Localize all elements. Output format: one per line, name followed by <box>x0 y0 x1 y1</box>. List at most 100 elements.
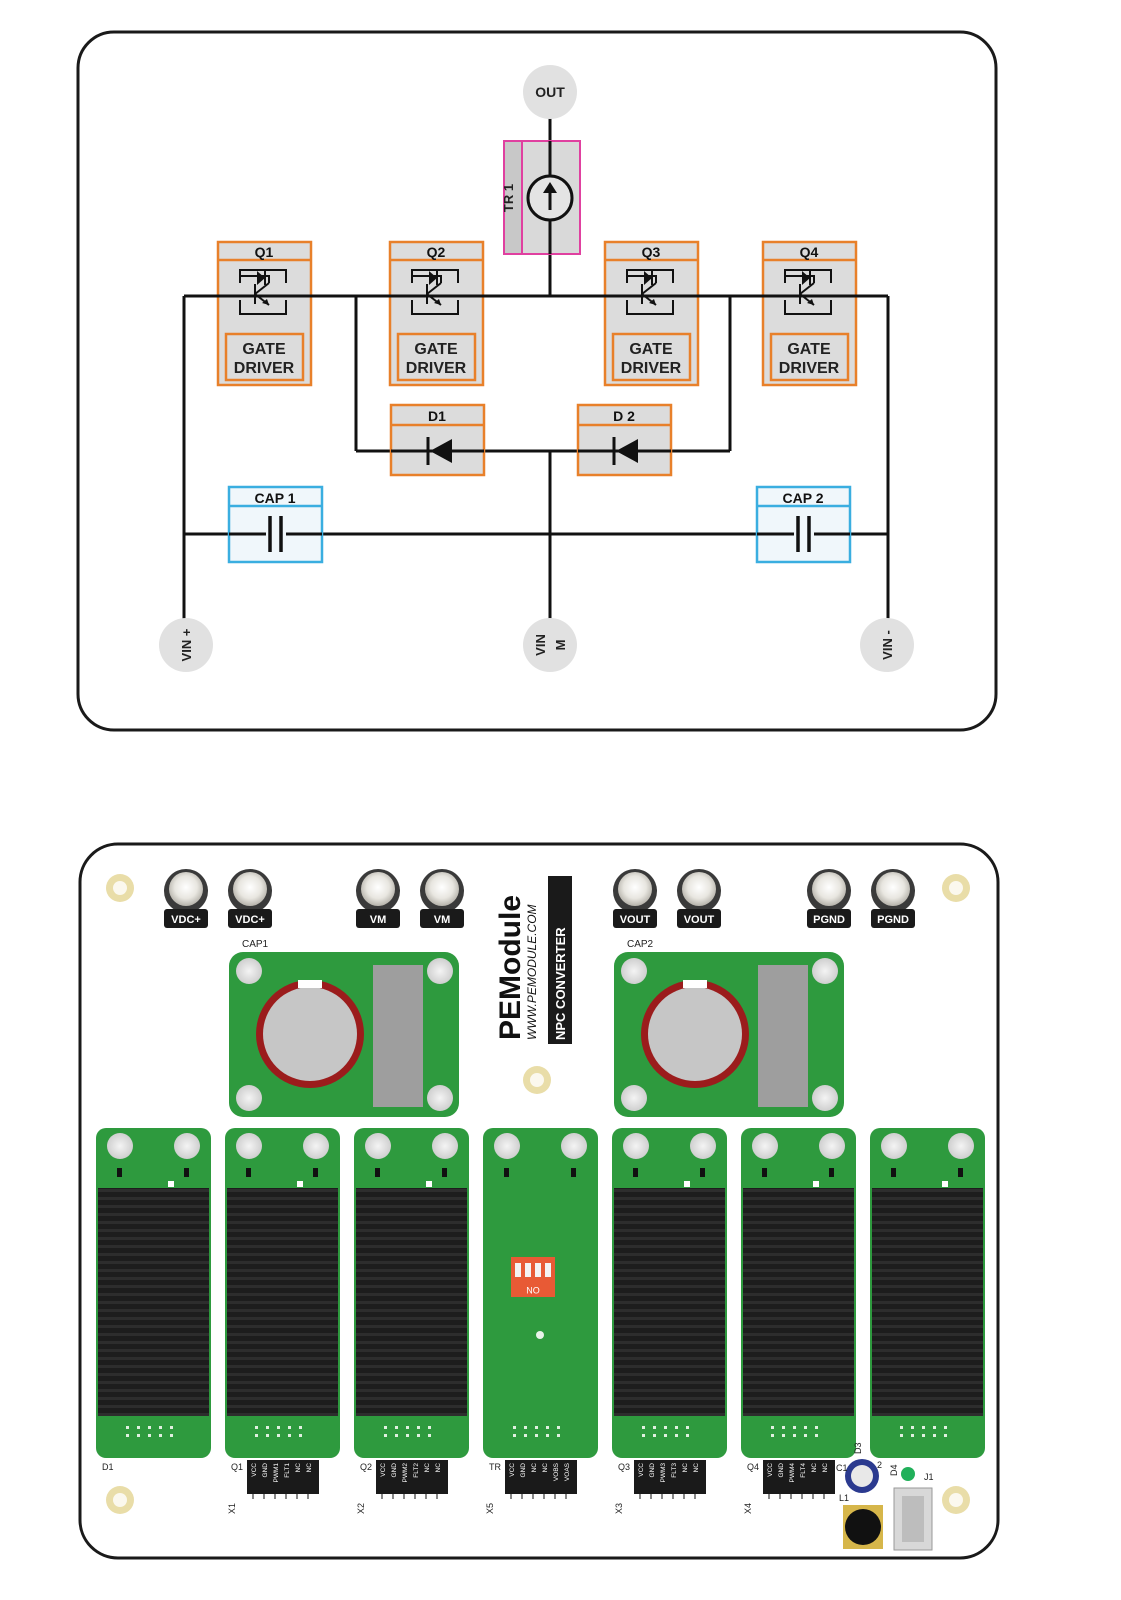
connector-label: PGND <box>813 914 845 926</box>
module-label: Q1 <box>231 1462 243 1472</box>
status-led <box>901 1467 915 1481</box>
diode-d1: D1 <box>389 403 486 477</box>
cap-silk-label: CAP2 <box>627 939 654 950</box>
connector-label: VM <box>370 914 387 926</box>
switch-label: Q2 <box>427 244 446 260</box>
module-label: TR <box>489 1462 501 1472</box>
pin-label: FLT3 <box>671 1463 678 1478</box>
part-label: J1 <box>924 1472 934 1482</box>
switch-label: Q3 <box>642 244 661 260</box>
capacitor-label: CAP 2 <box>783 490 824 506</box>
module-label: D1 <box>102 1462 114 1472</box>
gate-driver-line1: GATE <box>787 341 831 358</box>
pin-label: NC <box>811 1463 818 1473</box>
pin-label: NC <box>306 1463 313 1473</box>
pin-label: PWM1 <box>273 1463 280 1483</box>
dip-label: ON <box>526 1285 540 1295</box>
part-label: L1 <box>839 1493 849 1503</box>
pin-label: GND <box>391 1463 398 1478</box>
terminal-label: VIN + <box>179 628 194 661</box>
top-connectors: VDC+ VDC+ VM VM VOUT VOUT PGND PGND <box>164 869 915 928</box>
connector-id: X5 <box>485 1503 495 1514</box>
gate-driver-line2: DRIVER <box>779 360 840 377</box>
switch-q1: Q1 GATE DRIVER <box>216 240 313 387</box>
cap-silk-label: CAP1 <box>242 939 269 950</box>
connector-label: VDC+ <box>235 914 265 926</box>
capacitor-cap2: CAP 2 <box>755 485 852 564</box>
connector-label: PGND <box>877 914 909 926</box>
connector-id: X3 <box>614 1503 624 1514</box>
pin-label: PWM3 <box>660 1463 667 1483</box>
capacitor-cap1: CAP 1 <box>227 485 324 564</box>
brand-url: WWW.PEMODULE.COM <box>525 904 539 1040</box>
connector-label: VM <box>434 914 451 926</box>
terminal-post: VDC+ <box>164 869 208 928</box>
pin-label: NC <box>682 1463 689 1473</box>
part-label: 2 <box>877 1460 882 1470</box>
brand-logo: PEModule <box>494 895 527 1040</box>
brand-block: PEModule WWW.PEMODULE.COM NPC CONVERTER <box>494 876 572 1044</box>
gate-driver-line2: DRIVER <box>621 360 682 377</box>
terminal-out: OUT <box>523 65 577 119</box>
terminal-vin-m: VIN M <box>523 618 577 672</box>
small-components: C1 D3 D4 2 J1 L1 <box>836 1442 934 1551</box>
pin-label: GND <box>520 1463 527 1478</box>
diode-d2: D 2 <box>576 403 673 477</box>
connector-label: VOUT <box>684 914 715 926</box>
product-banner <box>548 876 572 1044</box>
gate-driver-line1: GATE <box>629 341 673 358</box>
pcb-board: VDC+ VDC+ VM VM VOUT VOUT PGND PGND PEModule WW… <box>78 842 1000 1560</box>
pin-label: FLT4 <box>800 1463 807 1478</box>
pin-label: NC <box>295 1463 302 1473</box>
pin-label: NC <box>531 1463 538 1473</box>
pin-header[interactable] <box>634 1460 706 1494</box>
pin-label: GND <box>649 1463 656 1478</box>
pin-header[interactable] <box>376 1460 448 1494</box>
terminal-post: VOUT <box>613 869 657 928</box>
gate-driver-line2: DRIVER <box>406 360 467 377</box>
switch-label: Q4 <box>800 244 819 260</box>
product-name: NPC CONVERTER <box>553 927 568 1040</box>
terminal-post: PGND <box>871 869 915 928</box>
pin-label: VOAS <box>564 1462 571 1481</box>
schematic-diagram: TR 1 Q1 GATE DRIVER Q2 <box>76 30 998 732</box>
terminal-post: PGND <box>807 869 851 928</box>
terminal-vin-minus: VIN - <box>860 618 914 672</box>
switch-module: D1 <box>96 1128 211 1472</box>
transformer-label: TR 1 <box>501 184 516 212</box>
pin-label: VCC <box>638 1463 645 1477</box>
connector-id: X4 <box>743 1503 753 1514</box>
gate-driver-line2: DRIVER <box>234 360 295 377</box>
module-label: Q4 <box>747 1462 759 1472</box>
pin-label: FLT2 <box>413 1463 420 1478</box>
connector-id: X1 <box>227 1503 237 1514</box>
terminal-post: VM <box>356 869 400 928</box>
pin-header[interactable] <box>247 1460 319 1494</box>
terminal-label: OUT <box>535 84 565 100</box>
switch-module <box>870 1128 985 1458</box>
switch-q3: Q3 GATE DRIVER <box>603 240 700 387</box>
pin-label: FLT1 <box>284 1463 291 1478</box>
connector-label: VDC+ <box>171 914 201 926</box>
part-label: D4 <box>889 1464 899 1476</box>
pin-header[interactable] <box>763 1460 835 1494</box>
switch-q2: Q2 GATE DRIVER <box>388 240 485 387</box>
part-label: C1 <box>836 1463 848 1473</box>
terminal-label: M <box>553 640 568 651</box>
pin-label: VCC <box>380 1463 387 1477</box>
pin-label: PWM4 <box>789 1463 796 1483</box>
diode-label: D 2 <box>613 408 635 424</box>
pin-label: NC <box>822 1463 829 1473</box>
pin-label: NC <box>693 1463 700 1473</box>
cap2-module: CAP2 <box>614 939 844 1117</box>
pin-header[interactable] <box>505 1460 577 1494</box>
pin-label: VCC <box>251 1463 258 1477</box>
pin-label: VCC <box>767 1463 774 1477</box>
terminal-post: VOUT <box>677 869 721 928</box>
transformer-tr1: TR 1 <box>501 140 581 255</box>
